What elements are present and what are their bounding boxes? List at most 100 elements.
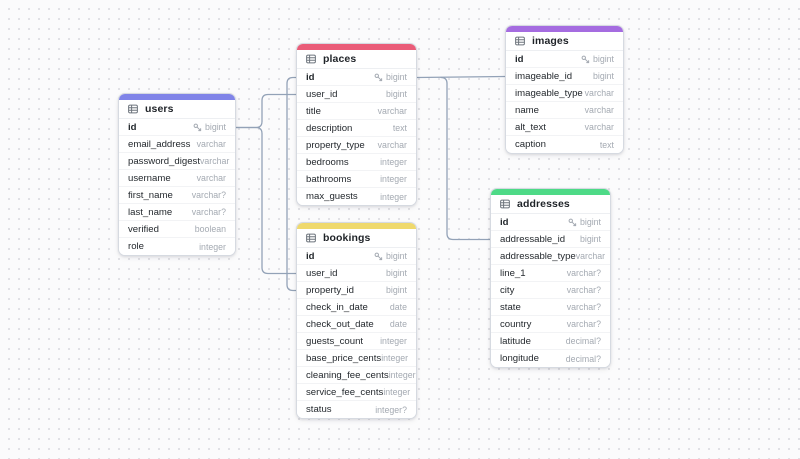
field-name: verified: [128, 223, 159, 235]
field-type-text: varchar: [377, 140, 407, 150]
row-bookings-check_out_date[interactable]: check_out_date date: [297, 316, 416, 333]
field-name: service_fee_cents: [306, 386, 384, 398]
field-name: addressable_type: [500, 250, 576, 262]
row-users-role[interactable]: role integer: [119, 238, 235, 255]
field-name: latitude: [500, 335, 531, 347]
field-type: varchar?: [192, 190, 226, 200]
row-addresses-line_1[interactable]: line_1 varchar?: [491, 265, 610, 282]
row-addresses-addressable_id[interactable]: addressable_id bigint: [491, 231, 610, 248]
field-type-text: bigint: [385, 285, 407, 295]
field-type: varchar: [585, 105, 614, 115]
field-type: text: [600, 140, 614, 150]
relationship-line-users.id-bookings.user_id[interactable]: [235, 126, 297, 275]
row-users-first_name[interactable]: first_name varchar?: [119, 187, 235, 204]
table-places[interactable]: places id bigint user_id bigint title va…: [296, 43, 417, 206]
field-name: name: [515, 104, 539, 116]
row-images-id[interactable]: id bigint: [506, 51, 623, 68]
table-bookings[interactable]: bookings id bigint user_id bigint proper…: [296, 222, 417, 419]
field-type: bigint: [580, 234, 601, 244]
table-icon: [500, 199, 510, 209]
field-name: guests_count: [306, 335, 364, 347]
field-type: integer: [383, 387, 410, 397]
row-images-name[interactable]: name varchar: [506, 102, 623, 119]
row-users-verified[interactable]: verified boolean: [119, 221, 235, 238]
field-type: integer: [380, 192, 407, 202]
row-places-title[interactable]: title varchar: [297, 103, 416, 120]
table-addresses[interactable]: addresses id bigint addressable_id bigin…: [490, 188, 611, 368]
row-bookings-status[interactable]: status integer?: [297, 401, 416, 418]
row-bookings-check_in_date[interactable]: check_in_date date: [297, 299, 416, 316]
primary-key-icon: [193, 123, 202, 131]
relationship-line-places.id-bookings.property_id[interactable]: [286, 76, 297, 292]
table-rows: id bigint user_id bigint title varchar d…: [297, 69, 416, 205]
field-type-text: varchar?: [566, 285, 601, 295]
row-bookings-service_fee_cents[interactable]: service_fee_cents integer: [297, 384, 416, 401]
field-type: varchar?: [567, 302, 601, 312]
relationship-line-places.id-addresses.addressable_id[interactable]: [440, 76, 491, 241]
row-addresses-id[interactable]: id bigint: [491, 214, 610, 231]
row-places-user_id[interactable]: user_id bigint: [297, 86, 416, 103]
table-icon: [515, 36, 525, 46]
row-bookings-cleaning_fee_cents[interactable]: cleaning_fee_cents integer: [297, 367, 416, 384]
field-name: first_name: [128, 189, 173, 201]
table-header[interactable]: images: [506, 32, 623, 51]
field-type: integer?: [375, 405, 407, 415]
row-images-imageable_id[interactable]: imageable_id bigint: [506, 68, 623, 85]
row-users-username[interactable]: username varchar: [119, 170, 235, 187]
field-name: caption: [515, 139, 546, 150]
row-images-alt_text[interactable]: alt_text varchar: [506, 119, 623, 136]
field-type: bigint: [386, 285, 407, 295]
row-bookings-base_price_cents[interactable]: base_price_cents integer: [297, 350, 416, 367]
row-bookings-property_id[interactable]: property_id bigint: [297, 282, 416, 299]
field-type: bigint: [386, 268, 407, 278]
row-addresses-addressable_type[interactable]: addressable_type varchar: [491, 248, 610, 265]
field-type: integer: [380, 336, 407, 346]
field-type: date: [390, 319, 407, 329]
row-addresses-country[interactable]: country varchar?: [491, 316, 610, 333]
row-addresses-longitude[interactable]: longitude decimal?: [491, 350, 610, 367]
field-name: bedrooms: [306, 156, 349, 168]
table-title: images: [532, 35, 569, 47]
field-type-text: varchar?: [191, 207, 226, 217]
row-users-last_name[interactable]: last_name varchar?: [119, 204, 235, 221]
row-images-caption[interactable]: caption text: [506, 136, 623, 153]
table-header[interactable]: addresses: [491, 195, 610, 214]
row-users-password_digest[interactable]: password_digest varchar: [119, 153, 235, 170]
row-places-max_guests[interactable]: max_guests integer: [297, 188, 416, 205]
relationship-line-places.id-images.imageable_id[interactable]: [416, 75, 506, 79]
row-places-bathrooms[interactable]: bathrooms integer: [297, 171, 416, 188]
row-addresses-city[interactable]: city varchar?: [491, 282, 610, 299]
row-places-id[interactable]: id bigint: [297, 69, 416, 86]
row-bookings-guests_count[interactable]: guests_count integer: [297, 333, 416, 350]
row-users-id[interactable]: id bigint: [119, 119, 235, 136]
field-type: varchar: [585, 122, 614, 132]
field-type-text: text: [392, 123, 407, 133]
table-header[interactable]: places: [297, 50, 416, 69]
field-name: id: [306, 71, 315, 83]
field-type: bigint: [593, 71, 614, 81]
primary-key-icon: [568, 218, 577, 226]
field-type: varchar: [576, 251, 605, 261]
table-header[interactable]: users: [119, 100, 235, 119]
field-name: description: [306, 122, 353, 134]
field-type-text: bigint: [579, 234, 601, 244]
table-header[interactable]: bookings: [297, 229, 416, 248]
row-places-property_type[interactable]: property_type varchar: [297, 137, 416, 154]
table-users[interactable]: users id bigint email_address varchar pa…: [118, 93, 236, 256]
field-name: id: [306, 250, 315, 262]
row-addresses-latitude[interactable]: latitude decimal?: [491, 333, 610, 350]
row-images-imageable_type[interactable]: imageable_type varchar: [506, 85, 623, 102]
row-places-description[interactable]: description text: [297, 120, 416, 137]
row-addresses-state[interactable]: state varchar?: [491, 299, 610, 316]
row-users-email_address[interactable]: email_address varchar: [119, 136, 235, 153]
field-type: varchar?: [567, 285, 601, 295]
field-name: longitude: [500, 353, 539, 364]
row-bookings-user_id[interactable]: user_id bigint: [297, 265, 416, 282]
table-images[interactable]: images id bigint imageable_id bigint ima…: [505, 25, 624, 154]
row-bookings-id[interactable]: id bigint: [297, 248, 416, 265]
field-type-text: integer: [388, 370, 416, 380]
field-type-text: bigint: [592, 71, 614, 81]
field-type: bigint: [568, 217, 601, 227]
field-type-text: varchar?: [191, 190, 226, 200]
row-places-bedrooms[interactable]: bedrooms integer: [297, 154, 416, 171]
